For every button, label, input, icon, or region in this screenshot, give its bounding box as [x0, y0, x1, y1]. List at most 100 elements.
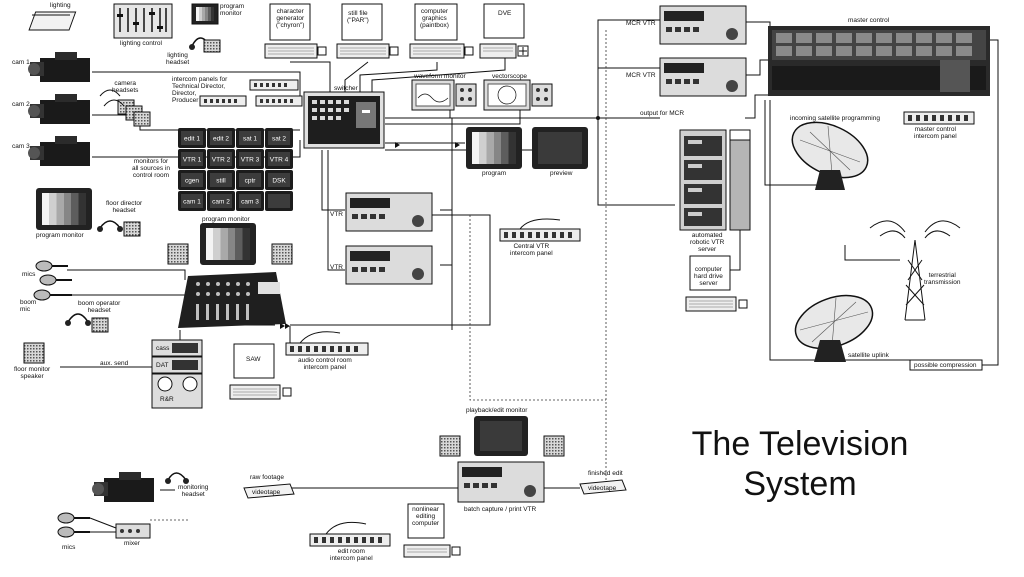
label-aux-send: aux. send	[100, 360, 129, 367]
source-monitor-label: cam 3	[241, 199, 259, 206]
label-still-file: still file ("PAR")	[347, 10, 369, 24]
label-possible-compression: possible compression	[914, 362, 977, 369]
source-monitor-screen	[239, 152, 261, 166]
master-control-room	[768, 26, 990, 96]
source-monitor-label: cptr	[245, 178, 257, 185]
source-monitor-screen	[181, 152, 203, 166]
audio-control-intercom-panel	[285, 331, 369, 356]
audio-mixing-board	[178, 272, 286, 328]
floor-monitor-speaker	[23, 342, 45, 364]
label-nonlinear-editing: nonlinear editing computer	[412, 506, 440, 527]
label-videotape-finished: videotape	[588, 485, 617, 492]
program-monitor-top	[191, 3, 219, 25]
label-switcher: switcher	[334, 85, 358, 92]
source-monitor-label: cam 1	[183, 199, 201, 206]
source-monitor: sat 1	[236, 128, 264, 148]
label-vtr-1: VTR	[330, 211, 343, 218]
label-program: program	[482, 170, 507, 177]
source-monitor-label: VTR 2	[212, 157, 231, 164]
label-camera-headsets: camera headsets	[112, 80, 139, 94]
edit-room-intercom-panel	[309, 521, 391, 547]
boom-mic	[33, 289, 72, 301]
label-terrestrial-transmission: terrestrial transmission	[924, 272, 961, 286]
signal-lines	[60, 19, 999, 491]
label-saw: SAW	[246, 356, 261, 363]
source-monitor-screen	[239, 194, 261, 208]
label-mics-left: mics	[22, 271, 36, 278]
character-generator-computer	[264, 3, 327, 59]
label-cam-3: cam 3	[12, 143, 30, 150]
source-monitor-label: edit 1	[184, 136, 200, 143]
source-monitor-screen	[268, 152, 290, 166]
label-cam-1: cam 1	[12, 59, 30, 66]
intercom-panel-producer	[255, 95, 303, 107]
program-monitor-audio	[200, 223, 256, 265]
source-monitor: VTR 1	[178, 149, 206, 169]
source-monitor-screen	[181, 131, 203, 145]
camera-1	[28, 52, 90, 82]
source-monitor	[265, 191, 293, 211]
boom-operator-headset-icon	[65, 313, 109, 333]
source-monitor-screen	[210, 131, 232, 145]
diagram-title: The Television System	[640, 424, 960, 504]
cassette-deck	[151, 339, 203, 357]
source-monitor-screen	[210, 194, 232, 208]
source-monitor-screen	[181, 173, 203, 187]
waveform-monitor	[411, 79, 477, 111]
source-monitor-screen	[210, 152, 232, 166]
label-output-for-mcr: output for MCR	[640, 110, 685, 117]
label-cam-2: cam 2	[12, 101, 30, 108]
label-master-control: master control	[848, 17, 890, 24]
label-program-monitor-top: program monitor	[220, 3, 245, 17]
label-waveform-monitor: waveform monitor	[414, 73, 466, 80]
source-monitor-screen	[268, 131, 290, 145]
edit-camera	[92, 472, 154, 502]
label-program-monitor-mid: program monitor	[202, 216, 250, 223]
source-monitor-screen	[210, 173, 232, 187]
label-satellite-uplink: satellite uplink	[848, 352, 889, 359]
dat-deck	[151, 356, 203, 374]
title-line-2: System	[743, 465, 857, 503]
label-edit-room-intercom: edit room intercom panel	[330, 548, 373, 562]
source-monitor-screen	[239, 173, 261, 187]
label-audio-control-intercom: audio control room intercom panel	[298, 357, 352, 371]
label-finished-edit: finished edit	[588, 470, 623, 477]
floor-director-headset-icon	[97, 220, 141, 237]
automated-robotic-vtr-server	[679, 129, 751, 231]
computer-graphics-computer	[409, 3, 474, 59]
master-control-intercom-panel	[903, 111, 975, 125]
satellite-uplink-dish	[794, 294, 874, 362]
label-rr: R&R	[160, 396, 174, 403]
label-incoming-satellite: incoming satellite programming	[790, 115, 880, 122]
label-program-monitor-left: program monitor	[36, 232, 84, 239]
source-monitor: still	[207, 170, 235, 190]
source-monitor-label: VTR 4	[270, 157, 289, 164]
label-playback-edit-monitor: playback/edit monitor	[466, 407, 528, 414]
label-monitoring-headset: monitoring headset	[178, 484, 209, 498]
dve-computer	[479, 3, 529, 59]
source-monitor-label: cgen	[185, 178, 199, 185]
label-character-generator: character generator ("chyron")	[276, 8, 305, 29]
mcr-vtr-1	[659, 5, 747, 45]
source-monitor: edit 2	[207, 128, 235, 148]
dashed-lines	[150, 30, 607, 521]
nonlinear-editing-computer	[403, 503, 461, 558]
studio-speaker-right	[271, 243, 293, 265]
label-floor-monitor-speaker: floor monitor speaker	[14, 366, 51, 380]
label-boom-operator-headset: boom operator headset	[78, 300, 121, 314]
label-intercom-panels: intercom panels for Technical Director, …	[172, 76, 228, 104]
camera-headsets-icon	[99, 89, 151, 127]
label-mixer: mixer	[124, 540, 140, 547]
label-raw-footage: raw footage	[250, 474, 284, 481]
source-monitor: VTR 2	[207, 149, 235, 169]
mcr-vtr-2	[659, 57, 747, 97]
source-monitor-label: DSK	[272, 178, 286, 185]
label-cass: cass	[156, 345, 170, 352]
label-computer-hard-drive: computer hard drive server	[694, 266, 723, 287]
edit-speaker-right	[543, 435, 565, 457]
vtr-1	[345, 192, 433, 232]
source-monitor-label: sat 1	[243, 136, 257, 143]
edit-mics	[57, 512, 90, 538]
source-monitor-label: edit 2	[213, 136, 229, 143]
